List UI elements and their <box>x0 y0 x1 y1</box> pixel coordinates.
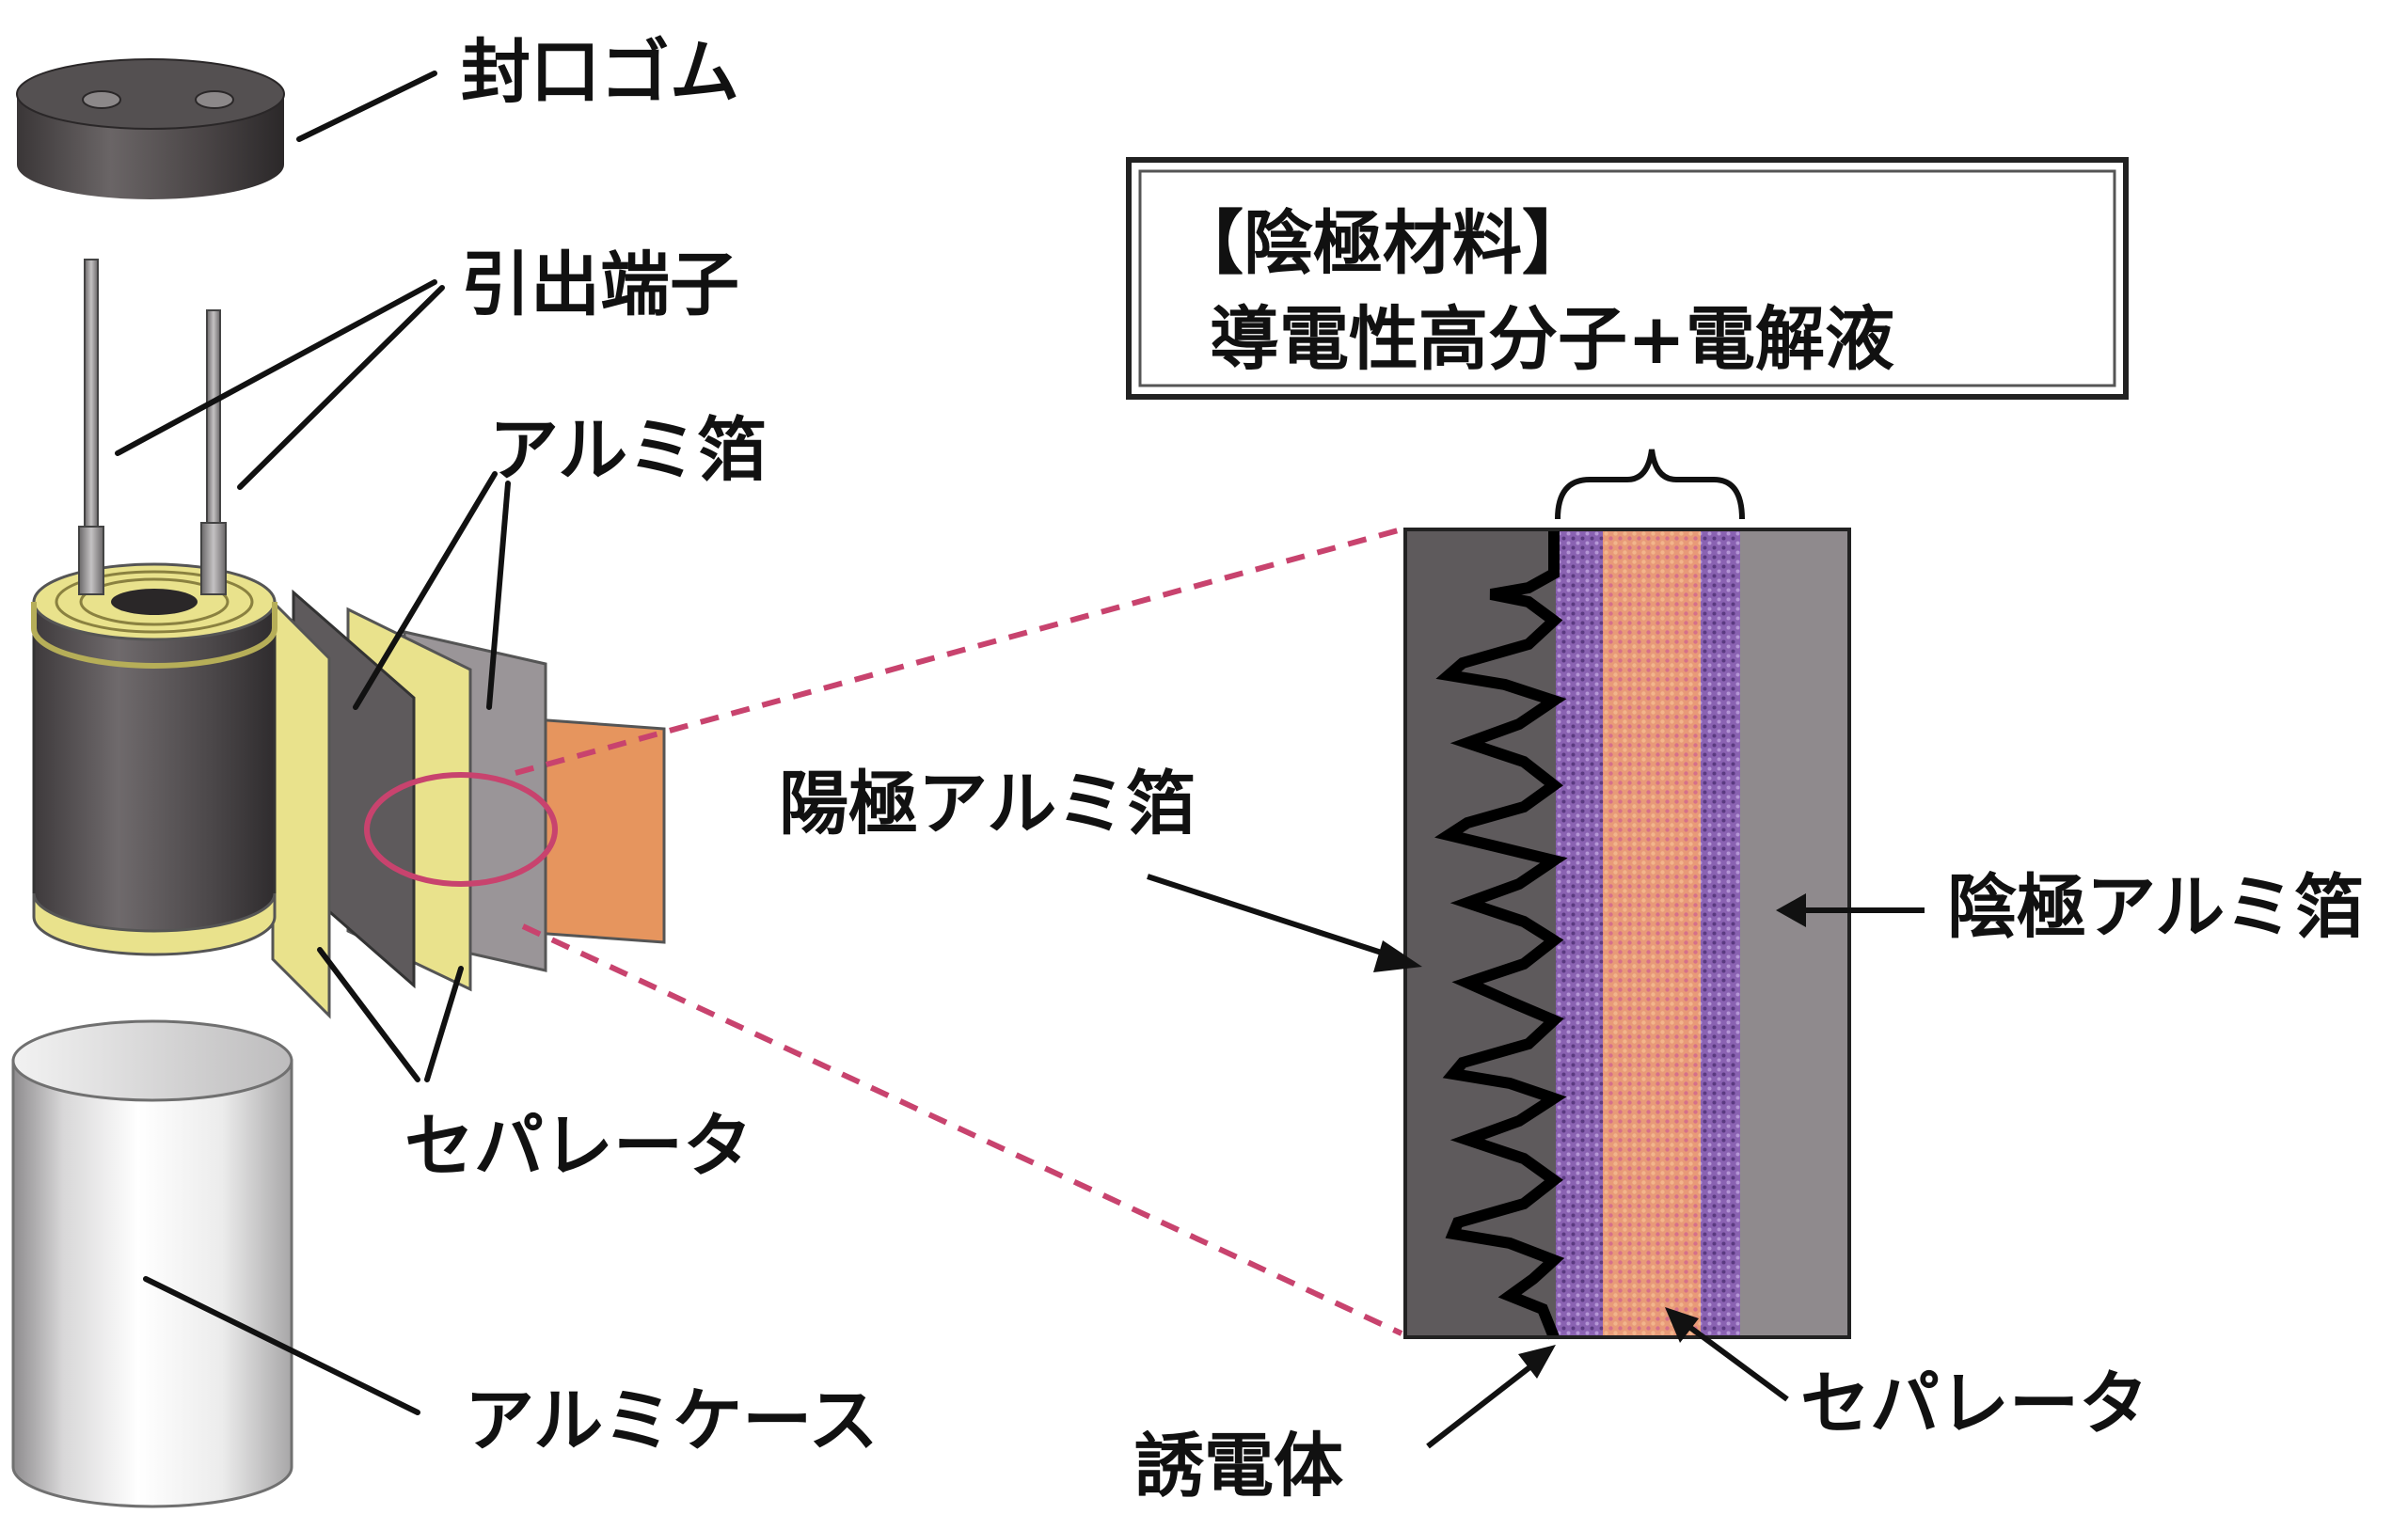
seal-rubber <box>16 58 285 199</box>
cathode-foil-section <box>1740 529 1849 1337</box>
rubber-hole <box>82 90 121 109</box>
polymer-layer-right <box>1701 529 1740 1337</box>
label-cathode-foil: 陰極アルミ箔 <box>1947 867 2364 948</box>
label-seal-rubber: 封口ゴム <box>461 32 739 113</box>
cathode-material-content: 導電性高分子+電解液 <box>1210 299 1894 380</box>
capacitor-element-roll <box>31 562 277 956</box>
pointer-arrows <box>1147 874 1925 1449</box>
label-aluminum-foil: アルミ箔 <box>489 410 767 491</box>
label-separator-right: セパレータ <box>1800 1364 2148 1444</box>
label-dielectric: 誘電体 <box>1134 1426 1343 1506</box>
polymer-layer-left <box>1556 529 1603 1337</box>
label-separator-left: セパレータ <box>404 1106 752 1187</box>
aluminum-case <box>11 1019 293 1508</box>
lead-terminals <box>78 259 227 595</box>
label-aluminum-case: アルミケース <box>465 1380 879 1461</box>
label-anode-foil: 陽極アルミ箔 <box>779 764 1196 844</box>
cathode-material-brace <box>1555 449 1745 520</box>
separator-section <box>1603 529 1701 1337</box>
lead-wire <box>84 259 99 563</box>
lead-tab <box>200 522 227 595</box>
label-lead-terminal: 引出端子 <box>461 244 739 325</box>
cross-section <box>1403 528 1851 1340</box>
dielectric-zigzag <box>1434 529 1568 1340</box>
rubber-hole <box>195 90 234 109</box>
cathode-material-title: 【陰極材料】 <box>1174 203 1592 284</box>
lead-wire <box>206 309 221 537</box>
lead-tab <box>78 526 104 595</box>
leader-lines <box>115 71 511 1415</box>
cathode-material-box: 【陰極材料】 導電性高分子+電解液 <box>1126 157 2129 400</box>
unrolled-sheets <box>271 589 666 1019</box>
magnify-highlight-circle <box>364 772 558 887</box>
zoom-dashed-lines <box>515 527 1403 1336</box>
